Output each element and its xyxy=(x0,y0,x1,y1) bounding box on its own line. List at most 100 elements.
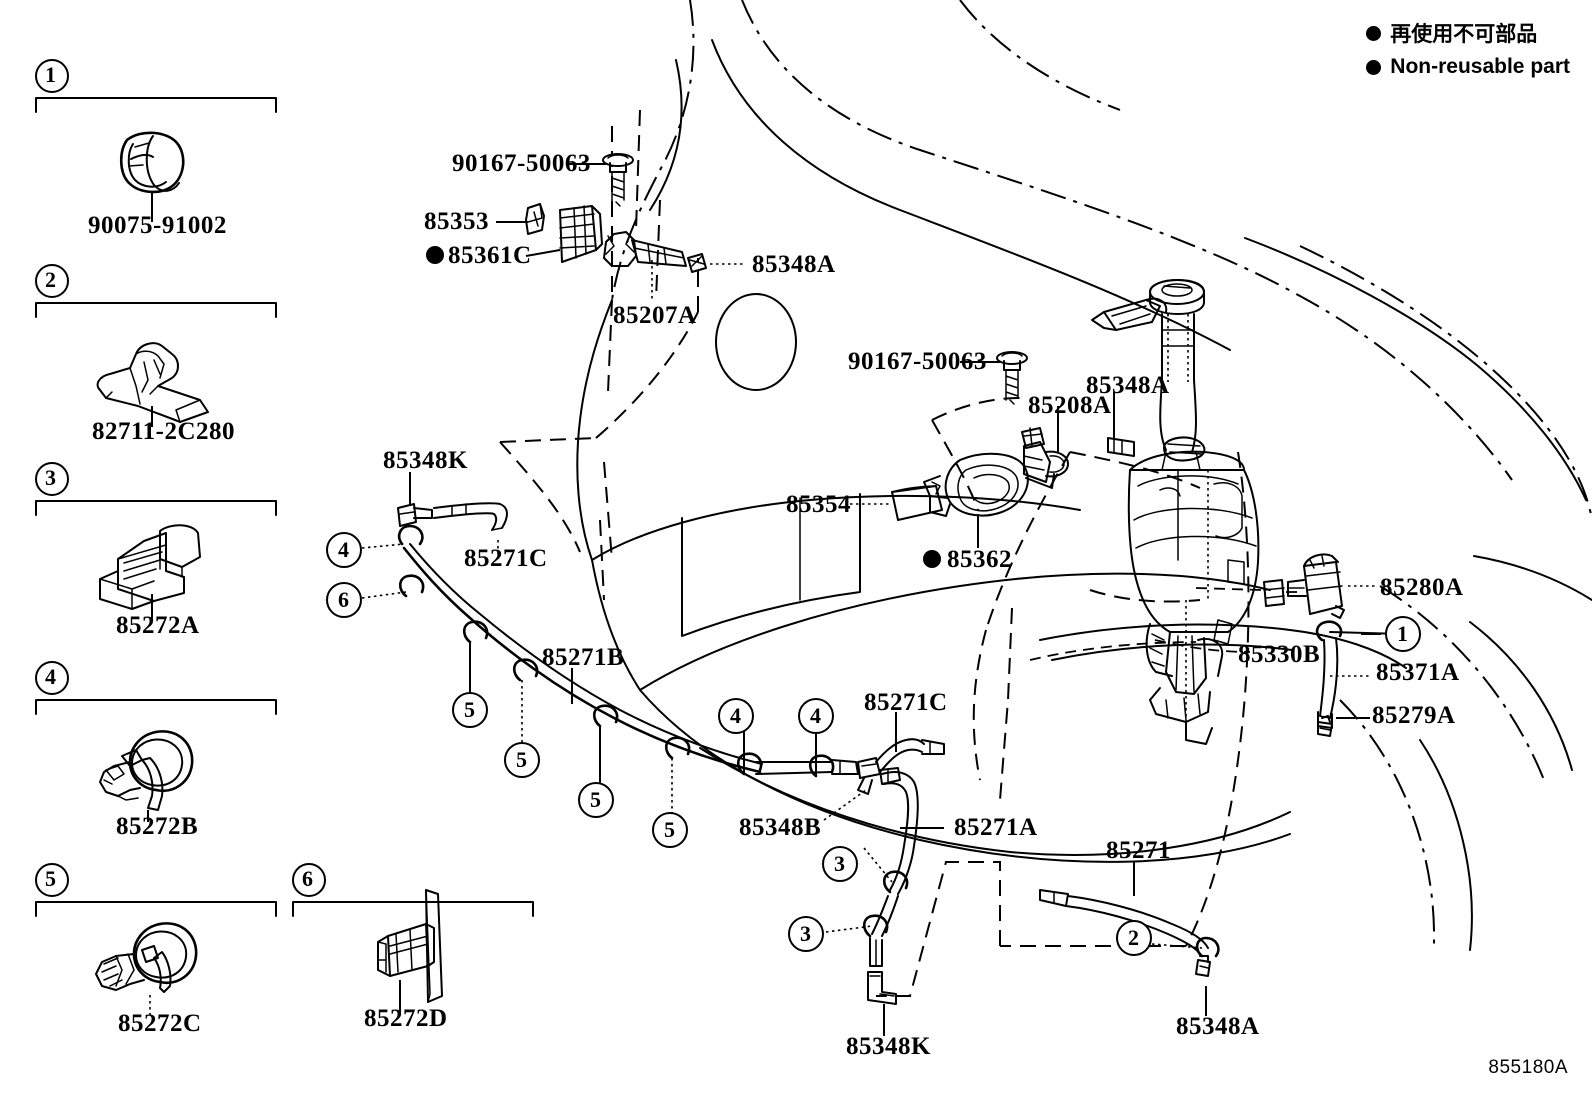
panel-3-bracket xyxy=(35,462,277,516)
callout-5d xyxy=(652,812,688,848)
panel-6-part-number: 85272D xyxy=(364,1005,448,1032)
callout-5b xyxy=(504,742,540,778)
panel-1-bracket xyxy=(35,59,277,113)
label-nozzle-85208a: 85208A xyxy=(1028,392,1112,419)
panel-1-part-number: 90075-91002 xyxy=(88,212,227,239)
nozzle-assembly-85207a xyxy=(525,153,707,273)
nonreusable-dot-85362 xyxy=(923,550,941,568)
panel-6-bracket xyxy=(292,863,534,917)
callout-4c xyxy=(798,698,834,734)
panel-4-part-clamp xyxy=(99,730,194,811)
nozzle-body-85207a xyxy=(603,231,687,267)
hose-clamps-85271b xyxy=(397,524,835,778)
callout-label-1a: 1 xyxy=(1397,621,1409,646)
hose-85271-lower xyxy=(1039,889,1220,977)
label-joint-85279a: 85279A xyxy=(1372,702,1456,729)
label-joint-85348k-lower: 85348K xyxy=(846,1033,931,1060)
callout-label-4a: 4 xyxy=(338,537,350,562)
grommet-85362 xyxy=(923,452,1029,517)
callout-6a xyxy=(326,582,362,618)
callout-label-3b: 3 xyxy=(800,921,812,946)
panel-5-part-number: 85272C xyxy=(118,1010,202,1037)
nozzle-body-85208a xyxy=(1021,427,1069,489)
callout-3a xyxy=(822,846,858,882)
legend-japanese-text: 再使用不可部品 xyxy=(1390,22,1538,46)
legend-row-english: Non-reusable part xyxy=(1366,55,1570,79)
panel-3-part-number: 85272A xyxy=(116,612,200,639)
label-pump-85280a: 85280A xyxy=(1380,574,1464,601)
panel-4-number: 4 xyxy=(45,664,57,689)
joint-85348a-top xyxy=(687,253,707,273)
label-hose-85271b: 85271B xyxy=(542,644,625,671)
label-joint-85348a-mid: 85348A xyxy=(1086,372,1170,399)
label-grommet-85330b: 85330B xyxy=(1238,641,1321,668)
panel-2-number: 2 xyxy=(45,267,57,292)
hose-85271a xyxy=(862,767,919,1005)
callout-4a xyxy=(326,532,362,568)
hose-85271c-lower xyxy=(875,738,945,773)
joint-85348a-mid xyxy=(1107,437,1135,457)
label-joint-85348b: 85348B xyxy=(739,814,822,841)
legend-row-japanese: 再使用不可部品 xyxy=(1366,18,1570,48)
label-cap-85354: 85354 xyxy=(786,491,851,518)
label-hose-85271c-lower: 85271C xyxy=(864,689,948,716)
panel-2-part-clip xyxy=(96,342,209,423)
nonreusable-dot-icon xyxy=(1366,25,1382,41)
panel-5-number: 5 xyxy=(45,866,57,891)
label-leaders xyxy=(409,163,1376,1036)
callout-2a xyxy=(1116,920,1152,956)
legend-english-text: Non-reusable part xyxy=(1390,55,1570,78)
callout-label-3a: 3 xyxy=(834,851,846,876)
hose-link-85271 xyxy=(755,759,859,775)
hose-85271c-upper xyxy=(433,502,508,531)
panel-5-bracket xyxy=(35,863,277,917)
callout-1a xyxy=(1385,616,1421,652)
label-joint-85348a-top: 85348A xyxy=(752,251,836,278)
callout-5c xyxy=(578,782,614,818)
nozzle-assembly-85208a xyxy=(891,351,1135,521)
vehicle-body-outline xyxy=(499,0,1592,997)
legend: 再使用不可部品 Non-reusable part xyxy=(1366,18,1570,79)
label-joint-85348k-upper: 85348K xyxy=(383,447,468,474)
grommet-line-left xyxy=(1195,587,1263,591)
panel-3-number: 3 xyxy=(45,465,57,490)
callout-5a xyxy=(452,692,488,728)
callout-label-4b: 4 xyxy=(730,703,742,728)
diagram-id-code: 855180A xyxy=(1488,1057,1568,1078)
nonreusable-dot-icon xyxy=(1366,59,1382,75)
nonreusable-dot-85361c xyxy=(426,246,444,264)
label-joint-85348a-lower: 85348A xyxy=(1176,1013,1260,1040)
joint-85348k-upper xyxy=(397,503,433,527)
seal-85361c xyxy=(559,205,603,263)
panel-3-part-connector xyxy=(99,524,201,610)
joint-85279a xyxy=(1317,715,1333,737)
panel-2-part-number: 82711-2C280 xyxy=(92,418,235,445)
pump-85280a xyxy=(1287,553,1345,619)
callout-circles xyxy=(326,532,1421,956)
label-hose-85371a: 85371A xyxy=(1376,659,1460,686)
callout-label-5c: 5 xyxy=(590,787,602,812)
label-grommet-85362: 85362 xyxy=(947,546,1012,573)
label-hose-85271: 85271 xyxy=(1106,837,1171,864)
panel-1-number: 1 xyxy=(45,62,57,87)
label-seal-85361c: 85361C xyxy=(448,242,532,269)
label-nozzle-cover-85353: 85353 xyxy=(424,208,489,235)
label-bolt-upper: 90167-50063 xyxy=(452,150,591,177)
label-hose-85271a: 85271A xyxy=(954,814,1038,841)
panel-1-part-grommet xyxy=(119,131,185,194)
label-hose-85271c-upper: 85271C xyxy=(464,545,548,572)
cap-85354 xyxy=(891,485,943,521)
panel-6-part-bracket xyxy=(377,889,443,1003)
label-bolt-mid: 90167-50063 xyxy=(848,348,987,375)
joint-85348b xyxy=(857,757,881,795)
callout-label-4c: 4 xyxy=(810,703,822,728)
label-nozzle-85207a: 85207A xyxy=(613,302,697,329)
callout-label-6a: 6 xyxy=(338,587,350,612)
panel-4-part-number: 85272B xyxy=(116,813,199,840)
panel-6-number: 6 xyxy=(302,866,314,891)
panel-5-part-clamp xyxy=(95,922,198,993)
screw-mid xyxy=(996,351,1028,405)
nozzle-cover-85353 xyxy=(525,203,545,235)
